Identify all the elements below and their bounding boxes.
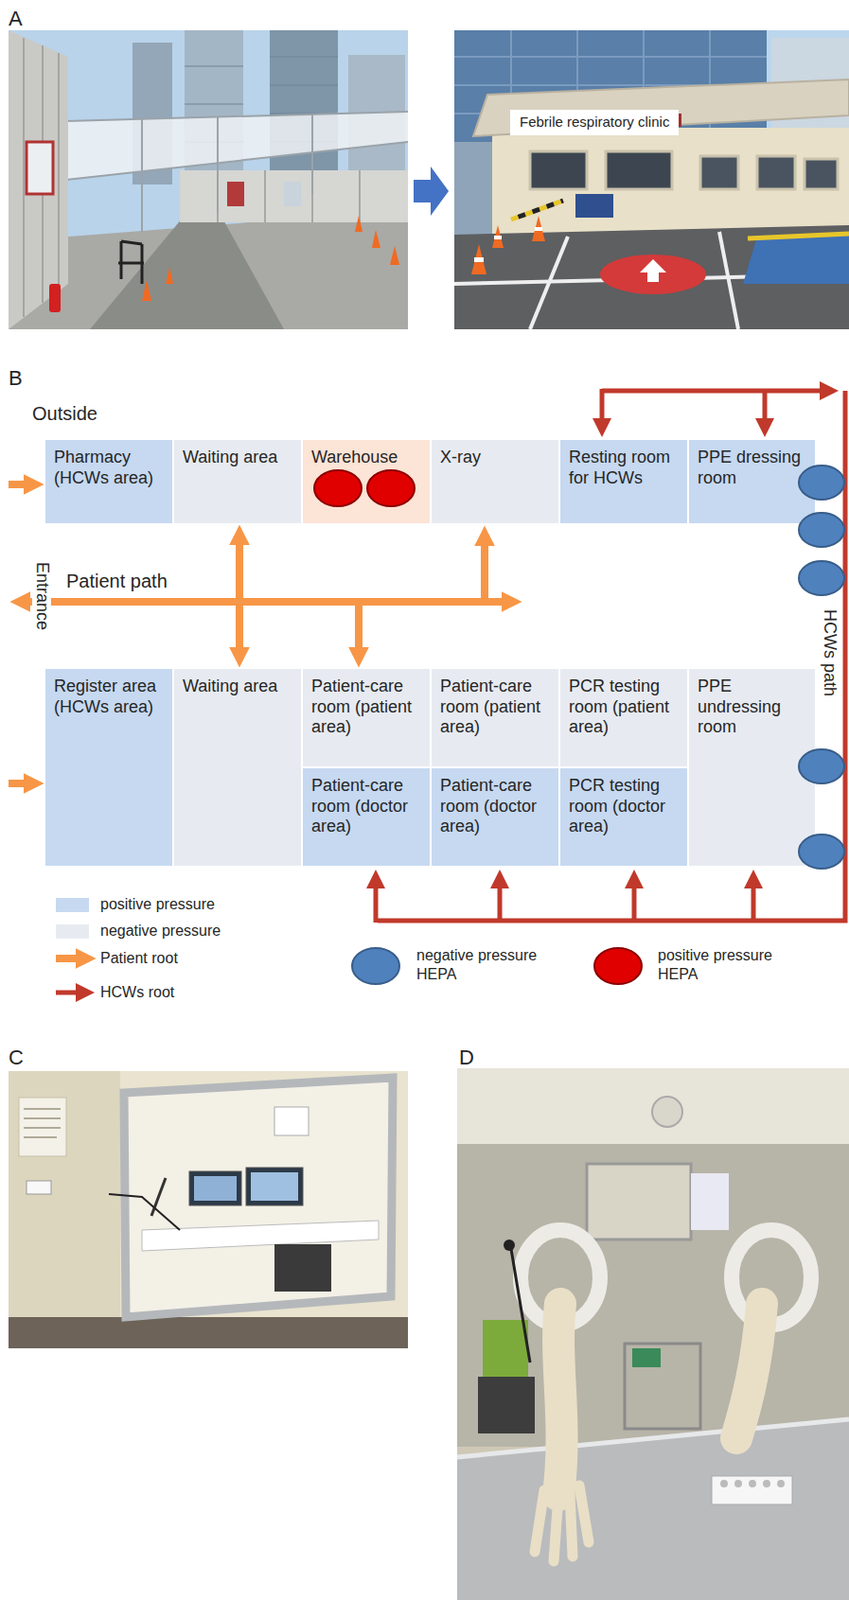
room-name: Warehouse <box>302 440 430 469</box>
glove-box-photo <box>457 1068 849 1600</box>
prefab-clinic-photo <box>454 30 849 330</box>
room-name: Register area (HCWs area) <box>45 669 173 718</box>
room-box: Waiting area <box>173 668 302 867</box>
room-box: PPE dressing room <box>688 439 816 525</box>
room-name: Waiting area <box>174 440 301 469</box>
room-box: Patient-care room (patient area) <box>301 668 431 768</box>
room-box: Patient-care room (doctor area) <box>301 767 431 867</box>
room-box: Patient-care room (doctor area) <box>430 767 560 867</box>
room-box: Waiting area <box>173 439 302 525</box>
room-box: X-ray <box>430 439 560 525</box>
room-box: Register area (HCWs area) <box>44 668 174 867</box>
room-name: Patient-care room (doctor area) <box>302 768 430 838</box>
legend-sample <box>55 990 80 996</box>
room-box: Resting room for HCWs <box>559 439 689 525</box>
path-label: Entrance <box>32 559 52 634</box>
legend-sample <box>594 948 642 985</box>
sequence-arrow <box>413 166 449 216</box>
negative-hepa <box>798 561 845 596</box>
room-name: Pharmacy (HCWs area) <box>45 440 173 489</box>
room-name: PCR testing room (patient area) <box>560 669 688 739</box>
room-box: PPE undressing room <box>688 668 816 867</box>
legend-sample <box>352 948 400 985</box>
patient-arrow <box>235 541 244 652</box>
path-label: Outside <box>32 403 98 425</box>
path-label: HCWs path <box>819 606 839 700</box>
panel-letter: B <box>8 367 23 390</box>
tent-clinic-photo <box>8 30 408 330</box>
room-name: PPE dressing room <box>689 440 815 489</box>
legend-text: negative pressure HEPA <box>416 946 559 985</box>
legend-text: Patient root <box>100 949 178 969</box>
hcw-path <box>375 389 846 923</box>
panel-letter: D <box>459 1046 475 1070</box>
room-name: PPE undressing room <box>689 669 815 739</box>
room-name: Waiting area <box>174 669 301 698</box>
room-name: Resting room for HCWs <box>560 440 688 489</box>
sign-label: Febrile respiratory clinic <box>510 109 679 136</box>
room-box: Pharmacy (HCWs area) <box>44 439 174 525</box>
panel-letter: C <box>8 1046 24 1070</box>
room-box: PCR testing room (patient area) <box>559 668 689 768</box>
room-box: PCR testing room (doctor area) <box>559 767 689 867</box>
room-name: X-ray <box>431 440 559 469</box>
legend-swatch <box>55 924 89 939</box>
room-name: Patient-care room (patient area) <box>431 669 559 739</box>
panel-letter: A <box>8 7 23 31</box>
path-label: Patient path <box>66 570 168 592</box>
legend-swatch <box>55 898 89 913</box>
legend-text: positive pressure HEPA <box>657 946 810 985</box>
sign-text: Febrile respiratory clinic <box>511 110 678 135</box>
room-box: Patient-care room (patient area) <box>430 668 560 768</box>
legend-sample <box>55 955 80 963</box>
room-box: Warehouse <box>301 439 431 525</box>
consult-window-photo <box>8 1071 408 1349</box>
room-name: PCR testing room (doctor area) <box>560 768 688 838</box>
legend-text: HCWs root <box>100 983 175 1003</box>
legend-text: positive pressure <box>100 895 215 915</box>
room-name: Patient-care room (doctor area) <box>431 768 559 838</box>
legend-text: negative pressure <box>100 921 221 941</box>
room-name: Patient-care room (patient area) <box>302 669 430 739</box>
